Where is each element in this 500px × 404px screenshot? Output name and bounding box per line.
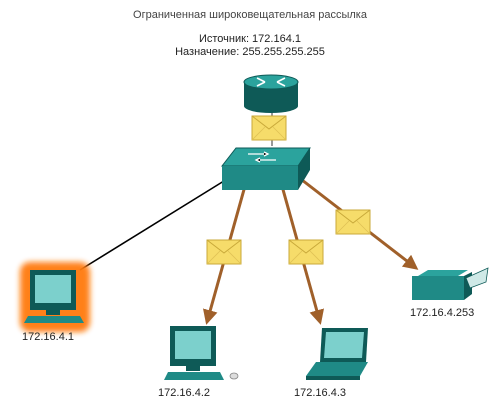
- pc1-address-label: 172.16.4.1: [22, 331, 74, 343]
- destination-address: Назначение: 255.255.255.255: [175, 46, 325, 58]
- router-icon: [243, 74, 299, 113]
- laptop-address-label: 172.16.4.3: [294, 387, 346, 399]
- switch-icon: [220, 147, 311, 190]
- diagram-title: Ограниченная широковещательная рассылка: [133, 9, 367, 21]
- packet-envelope-icon: [251, 115, 287, 141]
- laptop-icon: [306, 328, 368, 380]
- packet-envelope-icon: [288, 239, 324, 265]
- pc2-address-label: 172.16.4.2: [158, 387, 210, 399]
- link-switch-pc1: [79, 175, 233, 271]
- packet-envelope-icon: [206, 239, 242, 265]
- source-address: Источник: 172.164.1: [198, 33, 301, 45]
- pc1-computer-icon: [20, 262, 90, 332]
- printer-icon: [412, 267, 489, 300]
- printer-address-label: 172.16.4.253: [410, 307, 475, 319]
- pc2-computer-icon: [164, 326, 239, 380]
- packet-envelope-icon: [335, 209, 371, 235]
